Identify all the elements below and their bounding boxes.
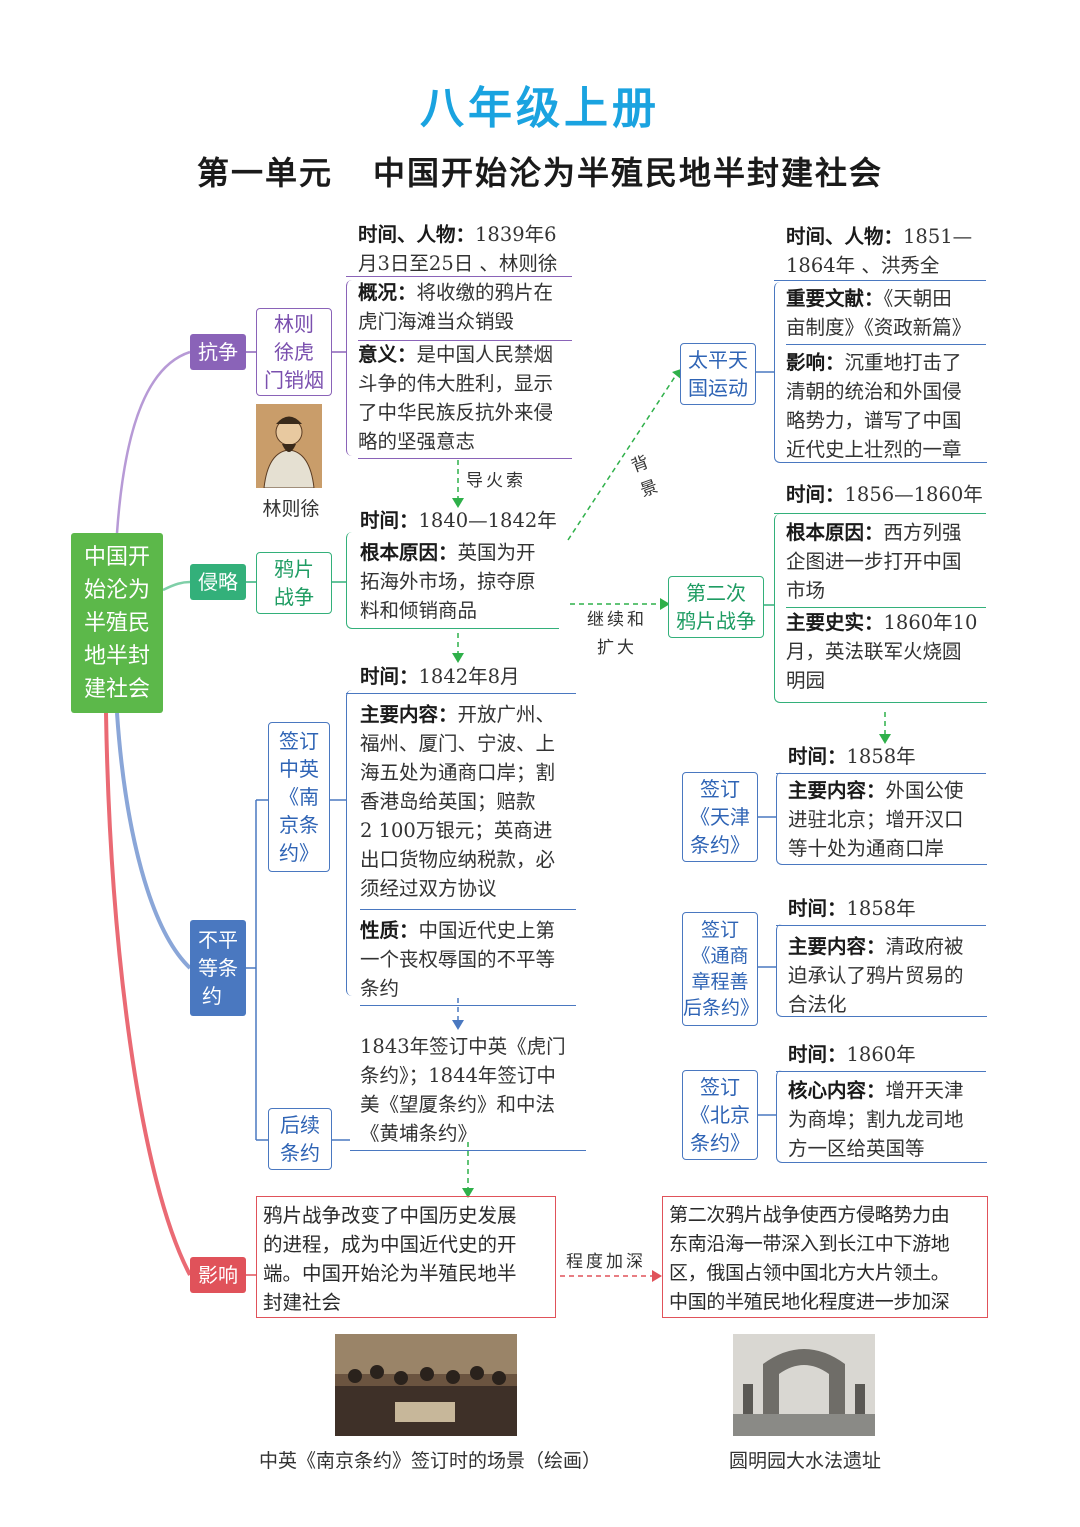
humen-node: 林则徐虎门销烟	[256, 308, 332, 396]
second-opium-war-node: 第二次鸦片战争	[668, 576, 764, 638]
taiping-node: 太平天国运动	[680, 343, 756, 405]
background-arrow	[567, 371, 679, 541]
tongshang-treaty-node: 签订《通商章程善后条约》	[682, 912, 759, 1026]
category-treaty: 不平等条约	[190, 920, 246, 1016]
taiping-impact: 影响：沉重地打击了清朝的统治和外国侵略势力，谱写了中国近代史上壮烈的一章	[786, 351, 962, 461]
unit-subtitle: 第一单元 中国开始沦为半殖民地半封建社会	[0, 148, 1080, 194]
category-invade: 侵略	[190, 564, 246, 600]
opium-war-bracket	[346, 532, 559, 629]
nanjing-bracket	[346, 690, 357, 996]
opium-war-cause: 根本原因：英国为开拓海外市场，掠夺原料和倾销商品	[360, 541, 536, 622]
follow-treaties-text: 1843年签订中英《虎门条约》；1844年签订中美《望厦条约》和中法《黄埔条约》	[350, 1032, 586, 1151]
lin-zexu-portrait	[256, 404, 322, 488]
taiping-documents: 重要文献：《天朝田亩制度》《资政新篇》	[786, 284, 986, 345]
opium-war-node: 鸦片战争	[256, 552, 332, 614]
follow-treaties-node: 后续条约	[268, 1108, 332, 1170]
nanjing-treaty-node: 签订中英《南京条约》	[268, 722, 330, 872]
root-to-treaty-line	[115, 712, 192, 970]
second-war-cause: 根本原因：西方列强企图进一步打开中国市场	[786, 518, 986, 608]
tianjin-time: 时间：1858年	[776, 742, 986, 774]
second-war-time: 时间：1856—1860年	[786, 483, 983, 506]
taiping-bracket	[774, 282, 987, 463]
humen-overview: 概况：将收缴的鸦片在虎门海滩当众销毁	[358, 278, 572, 341]
nanjing-treaty-painting	[335, 1334, 517, 1436]
beijing-time: 时间：1860年	[776, 1040, 986, 1072]
continue-label: 继续和扩大	[587, 610, 647, 658]
impact-left-box: 鸦片战争改变了中国历史发展的进程，成为中国近代史的开端。中国开始沦为半殖民地半封…	[256, 1196, 556, 1318]
category-resist: 抗争	[190, 334, 246, 370]
tongshang-content: 主要内容：清政府被迫承认了鸦片贸易的合法化	[788, 935, 964, 1016]
humen-meaning: 意义：是中国人民禁烟斗争的伟大胜利，显示了中华民族反抗外来侵略的坚强意志	[358, 340, 572, 459]
root-to-impact-line	[104, 712, 192, 1276]
tongshang-time: 时间：1858年	[776, 894, 986, 926]
beijing-bracket	[776, 1070, 987, 1163]
tianjin-treaty-node: 签订《天津条约》	[682, 772, 758, 862]
second-war-bracket	[774, 514, 987, 703]
painting-caption: 中英《南京条约》签订时的场景（绘画）	[258, 1450, 601, 1472]
tianjin-content: 主要内容：外国公使进驻北京；增开汉口等十处为通商口岸	[788, 779, 964, 860]
fuse-label: 导火索	[466, 471, 526, 491]
taiping-time: 时间、人物：1851—1864年 、洪秀全	[786, 225, 973, 277]
unit-topic: 中国开始沦为半殖民地半封建社会	[373, 154, 884, 192]
opium-war-time: 时间：1840—1842年	[360, 509, 557, 532]
portrait-icon	[256, 404, 322, 488]
root-to-invade-line	[162, 580, 191, 592]
root-to-resist-line	[115, 350, 191, 534]
yuanmingyuan-photo	[733, 1334, 875, 1436]
treaty-links	[246, 799, 268, 1141]
deepen-label: 程度加深	[566, 1252, 646, 1272]
page-title: 八年级上册	[420, 83, 660, 134]
painting-icon	[335, 1334, 517, 1436]
humen-bracket	[346, 280, 573, 456]
tianjin-bracket	[776, 772, 987, 865]
ruins-caption: 圆明园大水法遗址	[728, 1450, 881, 1472]
category-impact: 影响	[190, 1257, 246, 1293]
tongshang-bracket	[776, 924, 987, 1017]
nanjing-nature: 性质：中国近代史上第一个丧权辱国的不平等条约	[360, 916, 576, 1006]
impact-right-box: 第二次鸦片战争使西方侵略势力由东南沿海一带深入到长江中下游地区，俄国占领中国北方…	[662, 1196, 988, 1318]
nanjing-time: 时间：1842年8月	[346, 662, 576, 694]
root-node: 中国开 始沦为 半殖民 地半封 建社会	[71, 533, 163, 713]
ruins-icon	[733, 1334, 875, 1436]
beijing-treaty-node: 签订《北京条约》	[682, 1070, 758, 1160]
unit-number: 第一单元	[196, 154, 333, 192]
beijing-content: 核心内容：增开天津为商埠；割九龙司地方一区给英国等	[788, 1079, 964, 1160]
portrait-caption: 林则徐	[262, 498, 320, 520]
